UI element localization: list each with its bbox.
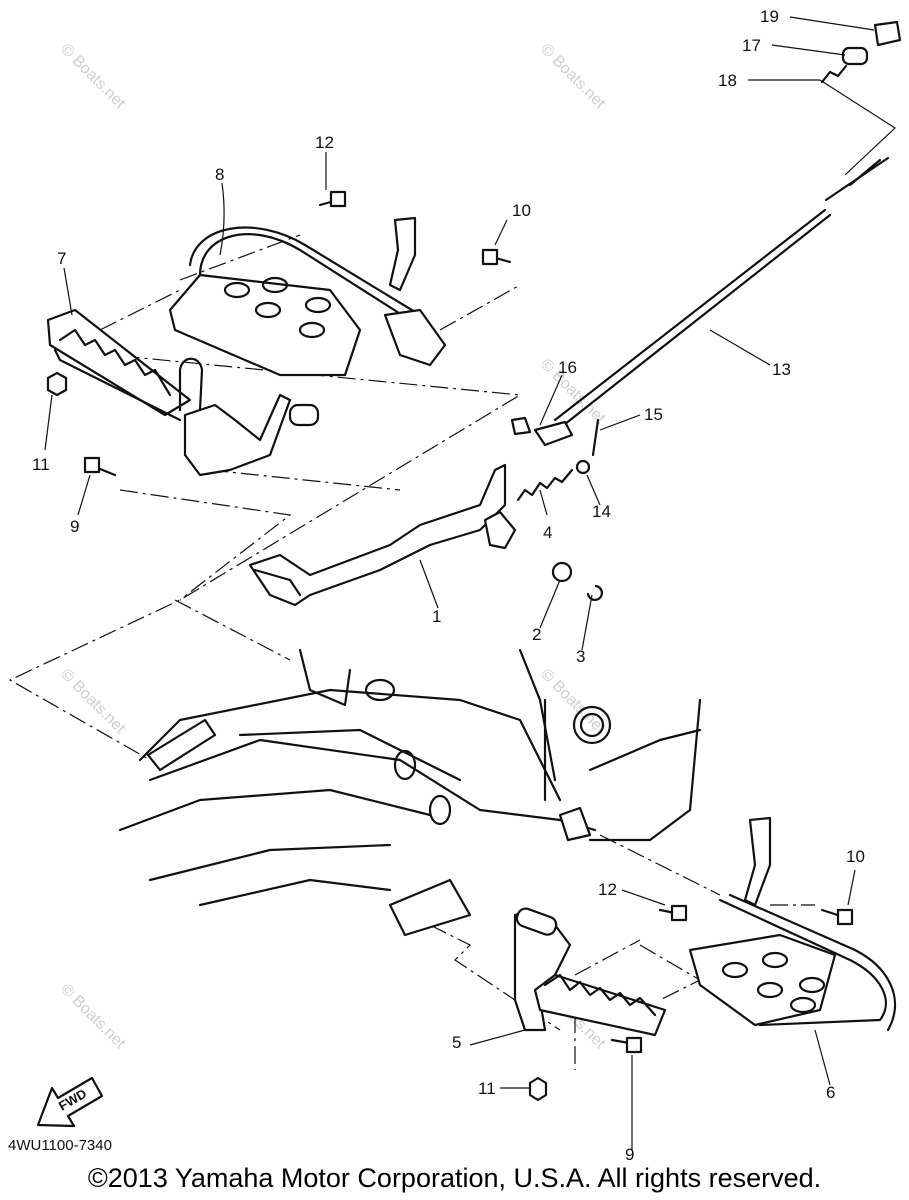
circlip: [586, 584, 603, 601]
brake-cable: [553, 156, 890, 430]
callout-19: 19: [760, 7, 779, 26]
callout-12: 12: [315, 133, 334, 152]
foot-peg-upper: [46, 308, 204, 422]
callout-16: 16: [558, 358, 577, 377]
callout-17: 17: [742, 36, 761, 55]
watermark: © Boats.net: [57, 981, 129, 1053]
pivot-bracket-upper: [183, 393, 320, 477]
callout-7: 7: [57, 249, 66, 268]
callout-5: 5: [452, 1033, 461, 1052]
footrest-guard-upper: [168, 216, 447, 377]
callout-4: 4: [543, 523, 552, 542]
bolt-head: [83, 456, 101, 474]
washer: [551, 561, 573, 583]
fwd-arrow-icon: FWD: [36, 1076, 104, 1128]
copyright-notice: ©2013 Yamaha Motor Corporation, U.S.A. A…: [87, 1163, 822, 1193]
bolt-head: [329, 190, 347, 208]
cable-adjuster: [820, 20, 902, 84]
return-spring: [516, 468, 574, 502]
callout-numbers: 19 17 18 12 8 10 7 16 13 15 11 9 4 14 1 …: [32, 7, 865, 1164]
cotter-pin: [591, 418, 600, 457]
callout-1: 1: [432, 607, 441, 626]
footrest-guard-lower: [688, 816, 897, 1032]
vehicle-frame: [118, 648, 702, 937]
callout-15: 15: [644, 405, 663, 424]
callout-11-lower: 11: [478, 1079, 496, 1098]
callout-10: 10: [512, 201, 531, 220]
leader-lines: [44, 16, 896, 1150]
washer-small: [575, 459, 591, 475]
assembly-lines: [8, 234, 815, 1070]
callout-13: 13: [772, 360, 791, 379]
bolt-head: [481, 248, 499, 266]
callout-9-lower: 9: [625, 1145, 634, 1164]
bolt-head: [836, 908, 854, 926]
foot-peg-lower: [513, 907, 667, 1037]
bolt-head: [625, 1036, 643, 1054]
diagram-code: 4WU1100-7340: [8, 1137, 112, 1154]
bolt-head: [670, 904, 688, 922]
callout-6: 6: [826, 1083, 835, 1102]
brake-pedal: [248, 463, 517, 607]
watermark: © Boats.net: [537, 41, 609, 113]
callout-18: 18: [718, 71, 737, 90]
callout-12-lower: 12: [598, 880, 617, 899]
fasteners: [46, 190, 854, 1102]
callout-2: 2: [532, 625, 541, 644]
nut-11-lower: [528, 1076, 548, 1102]
nut-11-upper: [46, 371, 68, 397]
callout-8: 8: [215, 165, 224, 184]
callout-11: 11: [32, 455, 50, 474]
callout-14: 14: [592, 502, 611, 521]
callout-10-lower: 10: [846, 847, 865, 866]
callout-3: 3: [576, 647, 585, 666]
callout-9: 9: [70, 517, 79, 536]
watermark: © Boats.net: [57, 41, 129, 113]
cable-clevis: [510, 416, 574, 447]
watermark: © Boats.net: [57, 666, 129, 738]
